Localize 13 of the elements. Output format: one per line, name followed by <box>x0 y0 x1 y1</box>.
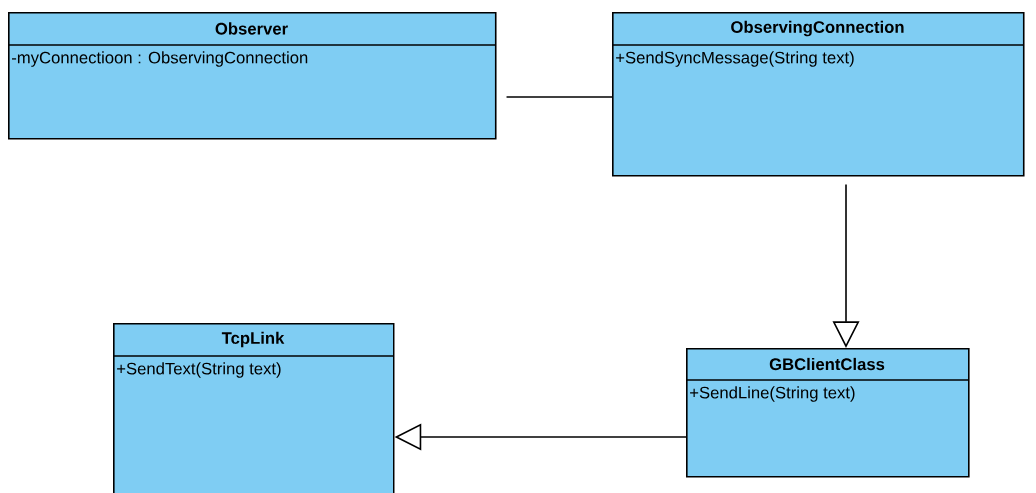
class-member: +SendLine(String text) <box>690 386 855 402</box>
class-box <box>7 12 497 140</box>
class-box <box>685 348 970 478</box>
class-name: TcpLink <box>221 331 285 348</box>
class-member: +SendSyncMessage(String text) <box>616 51 854 67</box>
class-box <box>611 12 1025 177</box>
class-name: ObservingConnection <box>731 20 904 37</box>
class-member: +SendText(String text) <box>117 362 281 378</box>
class-box <box>112 323 395 493</box>
connector <box>505 96 613 98</box>
class-name: Observer <box>215 22 288 35</box>
class-member: -myConnectioon : ObservingConnection <box>12 51 308 67</box>
class-name: GBClientClass <box>769 357 885 371</box>
